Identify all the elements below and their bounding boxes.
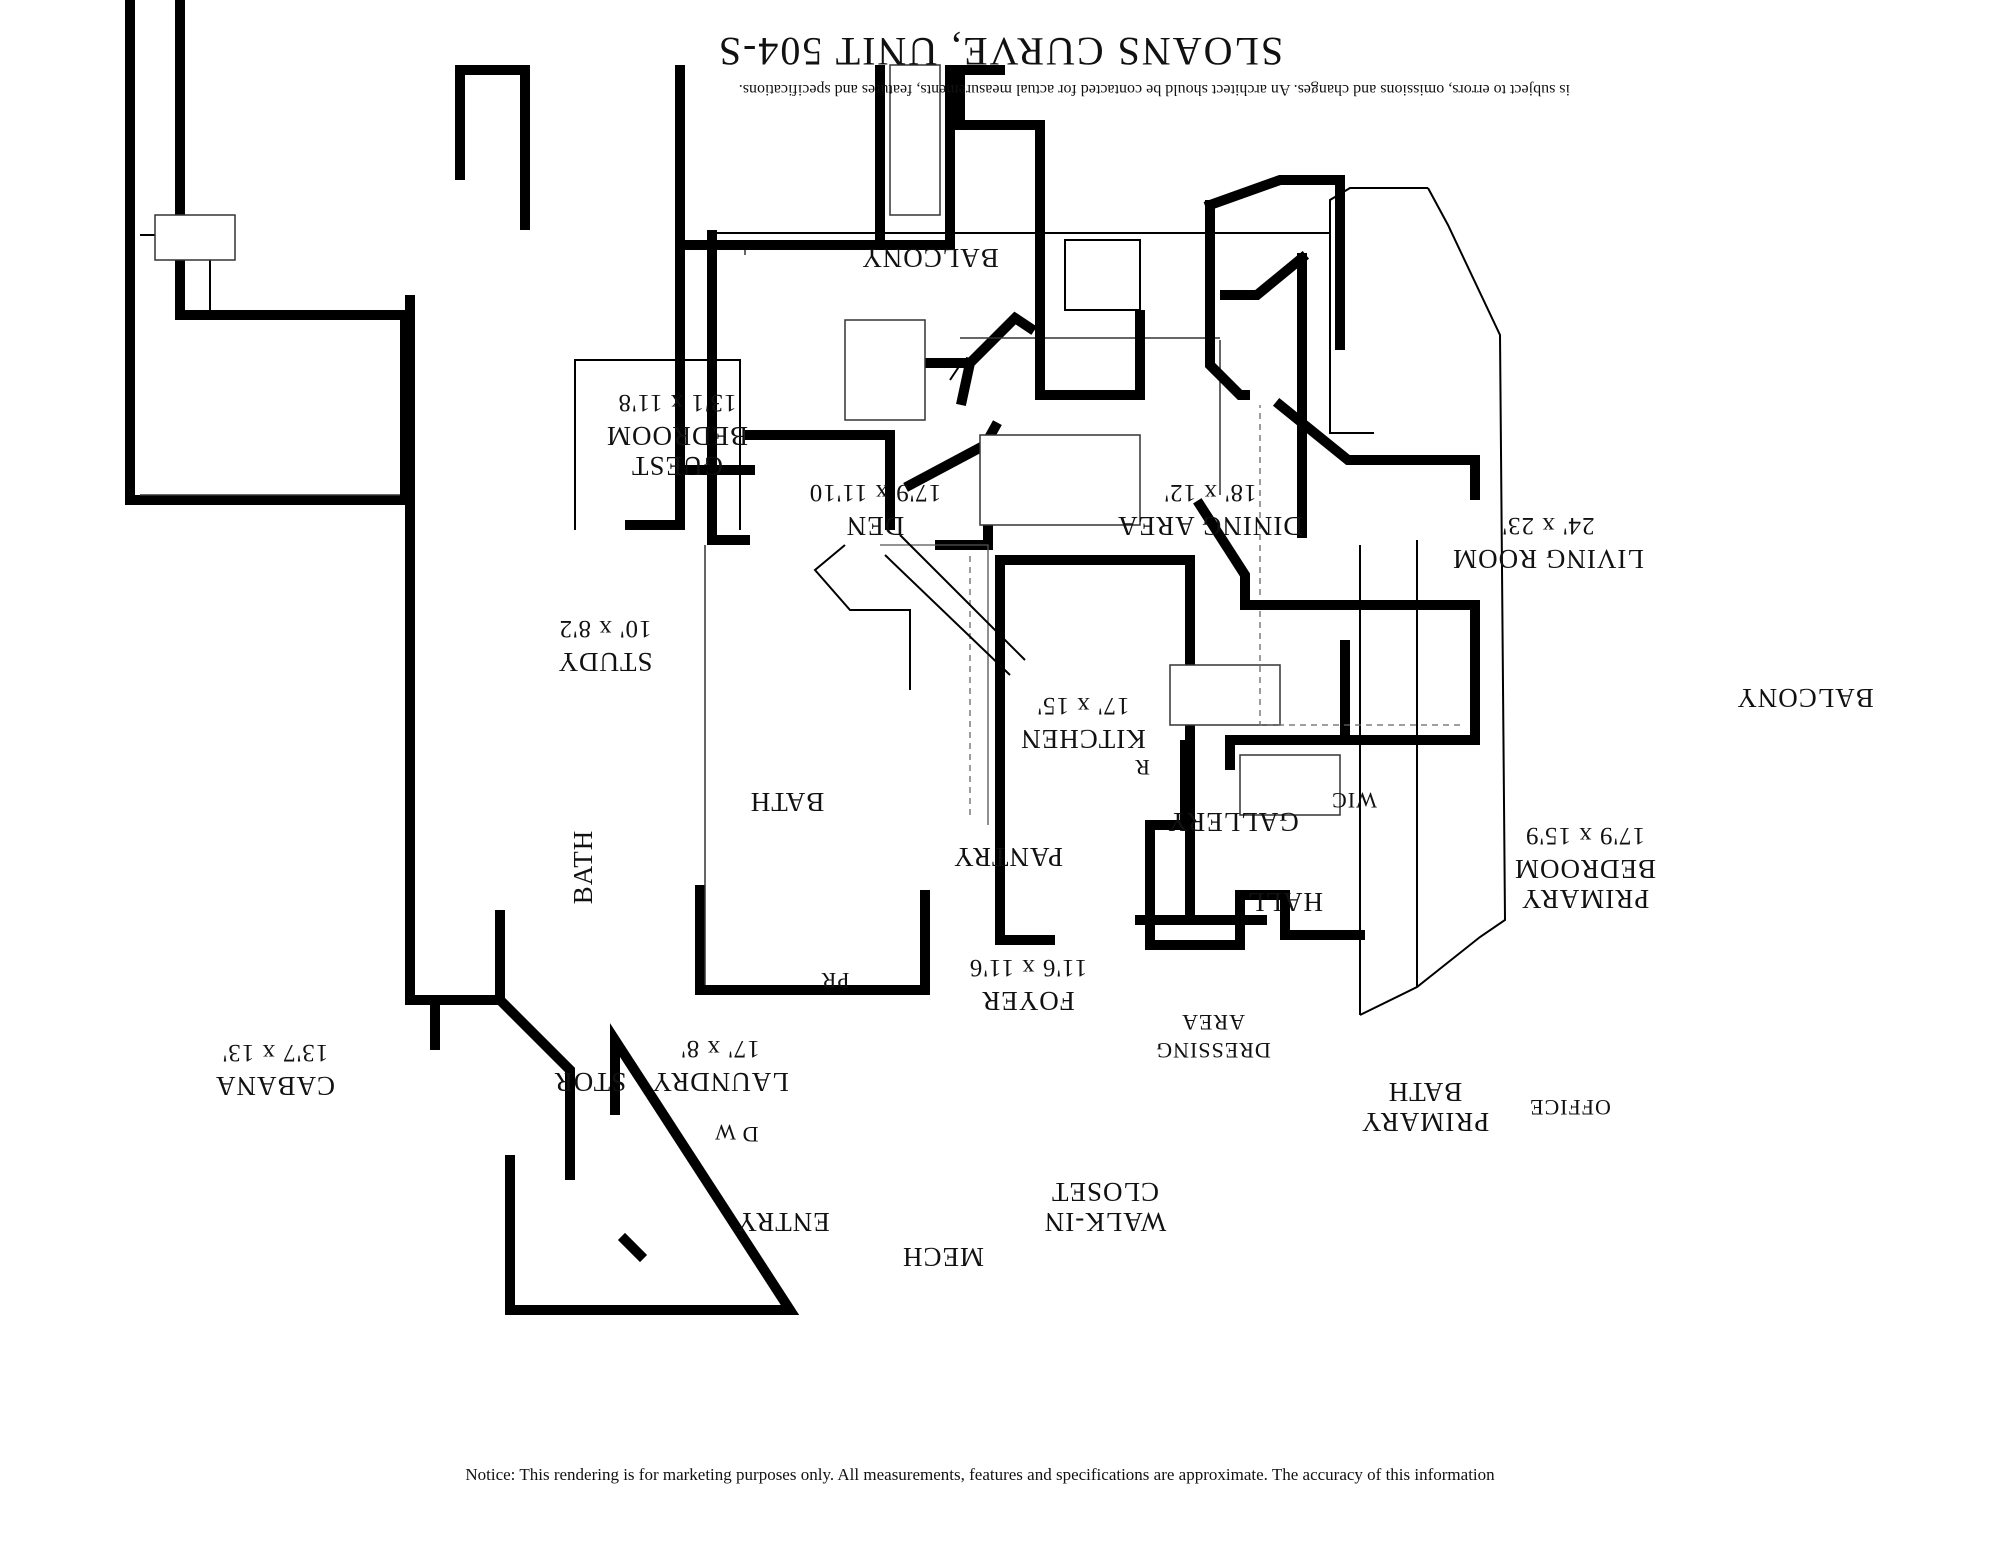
gallery-label: GALLERY xyxy=(1167,807,1299,837)
entry-label: ENTRY xyxy=(736,1207,830,1237)
cabana-label: CABANA xyxy=(215,1071,335,1101)
foyer-label: FOYER xyxy=(981,986,1075,1016)
pantry-label: PANTRY xyxy=(953,842,1063,872)
primary-bedroom-dim: 17'9 x 15'9 xyxy=(1525,822,1645,849)
kitchen-dim: 17' x 15' xyxy=(1036,692,1129,719)
laundry-dim: 17' x 8' xyxy=(680,1035,760,1062)
guest-bedroom-label-1: GUEST xyxy=(631,451,723,481)
wic-label: WIC xyxy=(1331,788,1377,813)
hall-label: HALL xyxy=(1247,887,1323,917)
guest-bedroom-label-2: BEDROOM xyxy=(606,421,748,451)
balcony-side-label: BALCONY xyxy=(1736,683,1874,713)
kitchen-label: KITCHEN xyxy=(1020,724,1145,754)
dining-label: DINING AREA xyxy=(1117,511,1303,541)
walk-in-label-1: WALK-IN xyxy=(1044,1207,1166,1237)
walk-in-label-2: CLOSET xyxy=(1051,1177,1159,1207)
primary-bath-label-2: BATH xyxy=(1388,1077,1463,1107)
den-label: DEN xyxy=(846,511,905,541)
den-dim: 17'9 x 11'10 xyxy=(809,479,942,506)
dining-dim: 18' x 12' xyxy=(1163,479,1256,506)
dressing-label-1: DRESSING xyxy=(1155,1038,1271,1063)
dressing-label-2: AREA xyxy=(1181,1010,1245,1035)
exterior-walls xyxy=(405,230,1310,1315)
bath-left-label: BATH xyxy=(568,830,598,905)
plan-title: SLOANS CURVE, UNIT 504-S xyxy=(717,29,1283,74)
notice-line-1: Notice: This rendering is for marketing … xyxy=(465,1465,1495,1484)
cabana-dim: 13'7 x 13' xyxy=(222,1039,329,1066)
primary-bath-label-1: PRIMARY xyxy=(1361,1107,1490,1137)
dryer-label: D xyxy=(742,1122,759,1147)
study-label: STUDY xyxy=(557,647,652,677)
primary-bedroom-label-1: PRIMARY xyxy=(1521,884,1650,914)
bath-center-label: BATH xyxy=(750,787,825,817)
labels: SLOANS CURVE, UNIT 504-S Notice: This re… xyxy=(215,29,1874,1484)
notice-block: is subject to errors, omissions and chan… xyxy=(430,78,1570,100)
guest-bedroom-dim: 13'1 x 11'8 xyxy=(617,389,736,416)
laundry-label: LAUNDRY xyxy=(651,1067,789,1097)
refrigerator-label: R xyxy=(1134,755,1150,780)
foyer-dim: 11'6 x 11'6 xyxy=(969,954,1087,981)
primary-bedroom-label-2: BEDROOM xyxy=(1514,854,1656,884)
mech-label: MECH xyxy=(902,1242,984,1272)
stor-label: STOR xyxy=(554,1067,627,1097)
living-dim: 24' x 23' xyxy=(1501,512,1594,539)
living-label: LIVING ROOM xyxy=(1452,544,1644,574)
office-label: OFFICE xyxy=(1529,1095,1611,1120)
washer-label: W xyxy=(714,1120,736,1145)
study-dim: 10' x 8'2 xyxy=(558,615,651,642)
balcony-top-label: BALCONY xyxy=(861,243,999,273)
room-outlines xyxy=(125,0,1480,995)
pr-label: PR xyxy=(821,968,850,993)
notice-line-2: is subject to errors, omissions and chan… xyxy=(738,81,1570,98)
